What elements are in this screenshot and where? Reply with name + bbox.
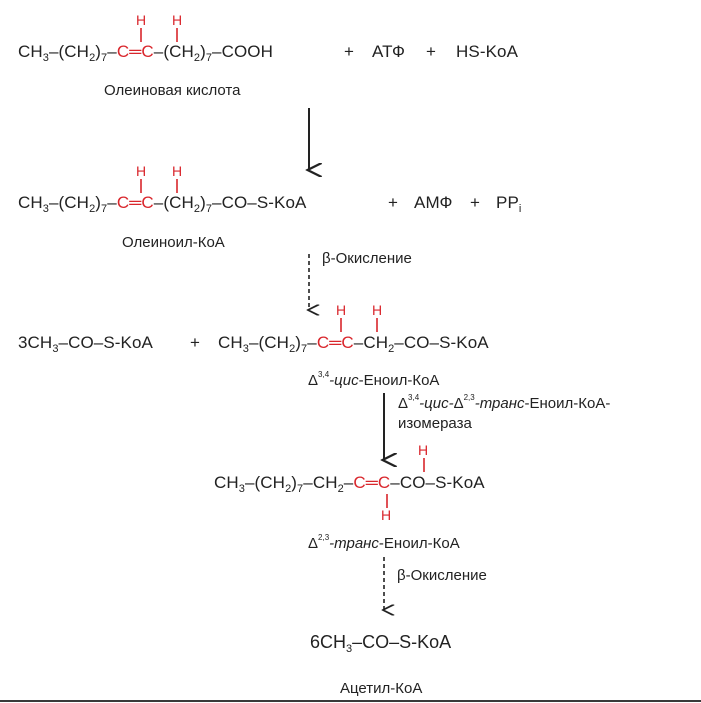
cis-enoyl-coa-formula: CH3–(CH2)7–C═C–CH2–CO–S-KoA [218, 333, 489, 355]
oleic-acid-formula: CH3–(CH2)7–C═C–(CH2)7–COOH [18, 42, 274, 64]
oleic-acid-name: Олеиновая кислота [104, 82, 241, 99]
double-bond: ═ [329, 333, 342, 352]
carbon-atom: C [316, 333, 330, 352]
double-bond: ═ [129, 42, 142, 61]
cis-enoyl-coa-name: Δ3,4-цис-Еноил-КоА [308, 370, 440, 389]
beta-oxidation-label: β-Окисление [322, 250, 412, 267]
hydrogen-label: H [372, 302, 383, 318]
plus-sign: + [426, 42, 437, 61]
bottom-border [0, 700, 701, 702]
hydrogen-label: H [381, 507, 392, 523]
hydrogen-label: H [418, 442, 429, 458]
carbon-atom: C [116, 193, 130, 212]
hydrogen-label: H [172, 12, 183, 28]
hydrogen-label: H [136, 163, 147, 179]
oleoyl-coa-name: Олеиноил-КоА [122, 234, 225, 251]
plus-sign: + [470, 193, 481, 212]
double-bond: ═ [365, 473, 378, 492]
carbon-atom: C [141, 42, 154, 61]
plus-sign: + [190, 333, 201, 352]
isomerase-enzyme-name: Δ3,4-цис-Δ2,3-транс-Еноил-КоА- [398, 393, 611, 412]
hydrogen-label: H [336, 302, 347, 318]
oleoyl-coa-formula: CH3–(CH2)7–C═C–(CH2)7–CO–S-KoA [18, 193, 307, 215]
acetyl-coa-3-formula: 3CH3–CO–S-KoA [18, 333, 153, 355]
ppi-label: PPi [496, 193, 522, 215]
trans-enoyl-coa-name: Δ2,3-транс-Еноил-КоА [308, 533, 460, 552]
carbon-atom: C [377, 473, 391, 492]
plus-sign: + [388, 193, 399, 212]
carbon-atom: C [353, 473, 366, 492]
isomerase-enzyme-name-line2: изомераза [398, 415, 472, 432]
double-bond: ═ [129, 193, 142, 212]
beta-oxidation-label: β-Окисление [397, 567, 487, 584]
carbon-atom: C [141, 193, 154, 212]
amp-label: АМФ [414, 193, 453, 212]
hydrogen-label: H [172, 163, 183, 179]
hydrogen-label: H [136, 12, 147, 28]
carbon-atom: C [116, 42, 130, 61]
acetyl-coa-6-formula: 6CH3–CO–S-KoA [310, 632, 452, 655]
hydrogen-bonds [340, 318, 378, 332]
plus-sign: + [344, 42, 355, 61]
hydrogen-bonds [386, 458, 425, 508]
hydrogen-bonds [140, 28, 178, 42]
acetyl-coa-name: Ацетил-КоА [340, 680, 423, 697]
atp-label: АТФ [372, 42, 406, 61]
hydrogen-bonds [140, 179, 178, 193]
trans-enoyl-coa-formula: CH3–(CH2)7–CH2–C═C–CO–S-KoA [214, 473, 485, 495]
coa-label: HS-KoA [456, 42, 519, 61]
carbon-atom: C [341, 333, 354, 352]
